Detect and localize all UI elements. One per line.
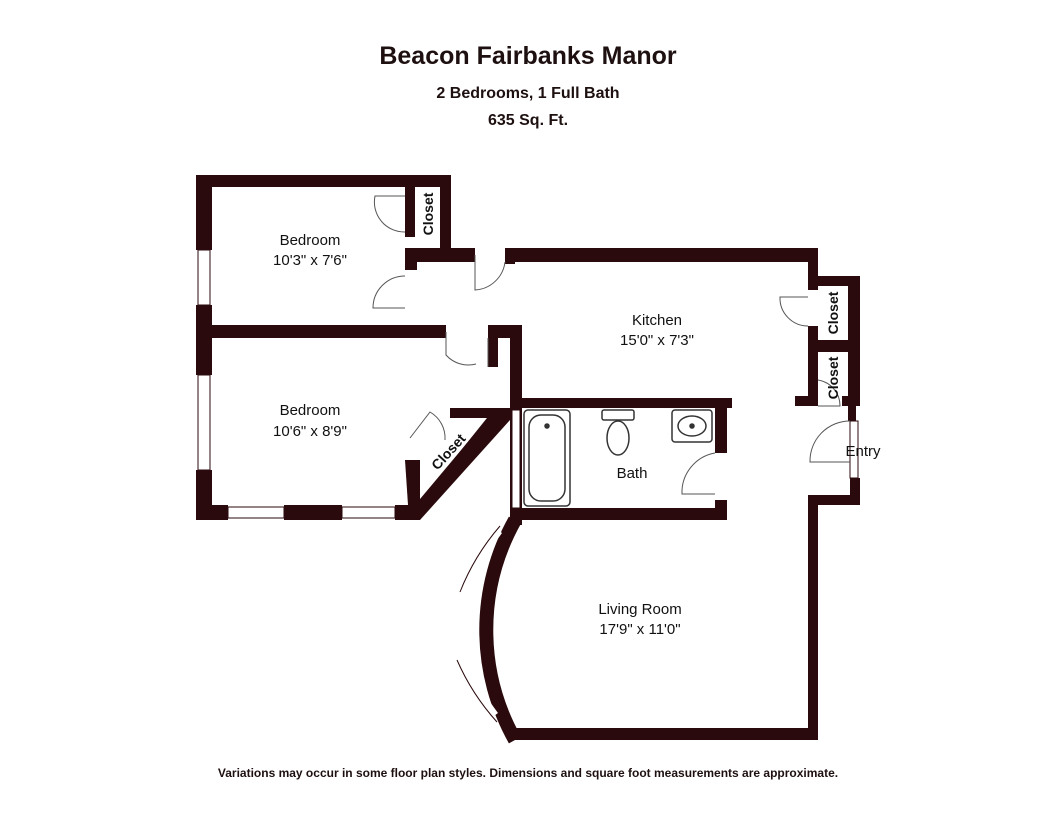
kitchen-name: Kitchen [632, 312, 682, 329]
window [458, 658, 499, 720]
wall [510, 398, 732, 408]
door-swing [779, 296, 809, 327]
wall [479, 516, 522, 744]
kitchen-dimensions: 15'0" x 7'3" [620, 332, 694, 349]
toilet [601, 409, 635, 456]
curved-windows [458, 527, 503, 720]
living-room-name: Living Room [598, 601, 681, 618]
tub-drain [544, 423, 550, 429]
wall [405, 175, 415, 237]
plan-subtitle: 2 Bedrooms, 1 Full Bath [436, 85, 620, 102]
door-swing [372, 275, 406, 309]
window [197, 249, 211, 306]
sink [671, 409, 713, 443]
wall [808, 248, 818, 290]
wall [488, 325, 498, 367]
wall [450, 408, 510, 418]
wall [440, 175, 451, 248]
entry-name: Entry [845, 443, 881, 460]
wall [415, 418, 500, 505]
wall [405, 248, 417, 270]
window [511, 409, 521, 509]
tub-inner [528, 414, 566, 502]
sink-counter [671, 409, 713, 443]
wall [405, 248, 475, 262]
wall [515, 728, 818, 740]
wall [196, 175, 451, 187]
wall [284, 505, 342, 520]
bath-name: Bath [617, 465, 648, 482]
wall [795, 396, 818, 406]
living-room-dimensions: 17'9" x 11'0" [599, 621, 680, 638]
door-swing [409, 411, 446, 441]
wall [808, 495, 818, 740]
plan-area: 635 Sq. Ft. [487, 112, 569, 129]
kitchen-closet-upper-label: Closet [825, 291, 841, 334]
door-swing [445, 332, 477, 366]
bedroom-1-name: Bedroom [280, 232, 341, 249]
wall [808, 326, 818, 406]
bedroom-2-name: Bedroom [280, 402, 341, 419]
door-swing [373, 195, 406, 233]
bedroom-2-dimensions: 10'6" x 8'9" [273, 423, 347, 440]
bathtub [523, 409, 571, 507]
wall [848, 396, 856, 421]
sink-drain [689, 423, 695, 429]
windows [197, 249, 859, 519]
wall [405, 460, 420, 505]
curved-window-frames [456, 525, 501, 723]
window [461, 527, 503, 592]
door-swing [474, 255, 506, 291]
door-swing [681, 452, 716, 495]
wall [196, 325, 446, 338]
window-frame [459, 525, 501, 593]
window [341, 506, 396, 519]
bedroom-1-dimensions: 10'3" x 7'6" [273, 252, 347, 269]
window-frame [456, 659, 498, 723]
tub-outer [523, 409, 571, 507]
wall [196, 505, 228, 520]
door-swing [809, 420, 851, 463]
wall [808, 276, 860, 286]
door-swing [817, 379, 841, 407]
toilet-bowl [606, 420, 630, 456]
wall [850, 478, 860, 505]
wall [510, 508, 727, 520]
window [227, 506, 285, 519]
door-swings [372, 195, 851, 495]
wall [505, 248, 815, 262]
disclaimer: Variations may occur in some floor plan … [217, 766, 839, 780]
wall [196, 175, 212, 250]
bedroom-1-closet-label: Closet [420, 192, 436, 235]
wall [808, 340, 860, 352]
wall [505, 248, 515, 264]
sink-basin [677, 415, 707, 437]
plan-title: Beacon Fairbanks Manor [379, 42, 677, 70]
wall [715, 398, 727, 453]
window [849, 420, 859, 479]
window [197, 374, 211, 471]
toilet-tank [601, 409, 635, 421]
kitchen-closet-lower-label: Closet [825, 356, 841, 399]
wall [808, 495, 860, 505]
wall [196, 325, 212, 375]
